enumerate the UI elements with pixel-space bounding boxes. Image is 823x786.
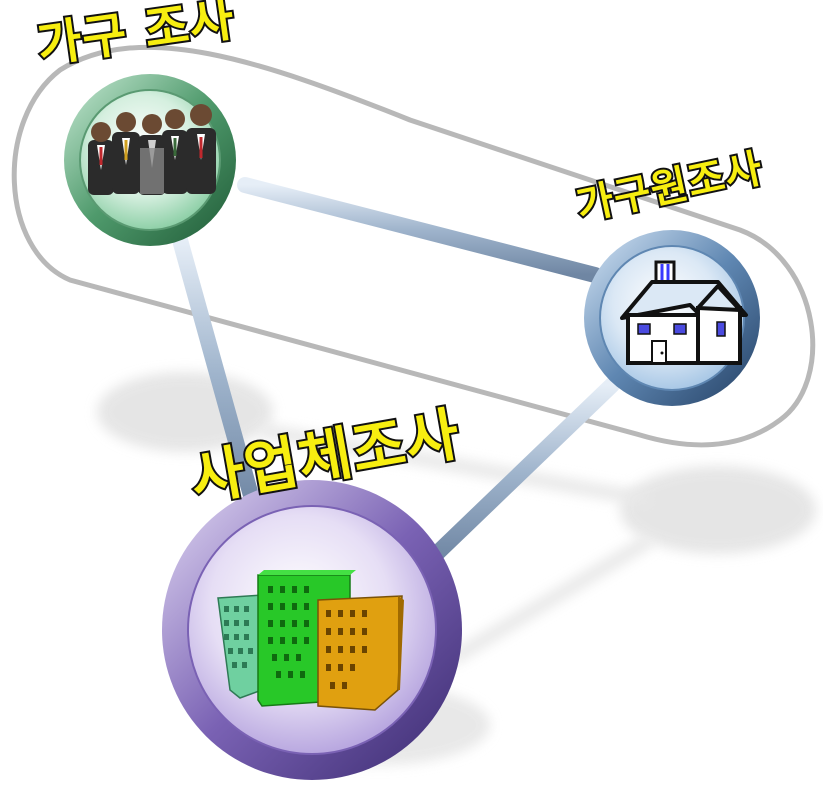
node-member (584, 230, 760, 406)
connector-household-business (172, 232, 263, 518)
house-icon (620, 260, 748, 365)
people-group-icon (88, 104, 216, 195)
label-member: 가구원조사 (573, 145, 767, 229)
buildings-icon (217, 570, 404, 711)
group-outline (11, 44, 816, 448)
connector-household-member (237, 177, 603, 283)
node-business (162, 480, 462, 780)
node-household (64, 74, 236, 246)
label-household: 가구 조사 (34, 0, 238, 74)
shadow-line-1 (258, 423, 652, 507)
shadow-ellipse-right (620, 466, 816, 554)
connector-member-business (422, 377, 620, 568)
connectors (172, 177, 620, 568)
shadow-line-2 (446, 533, 654, 667)
